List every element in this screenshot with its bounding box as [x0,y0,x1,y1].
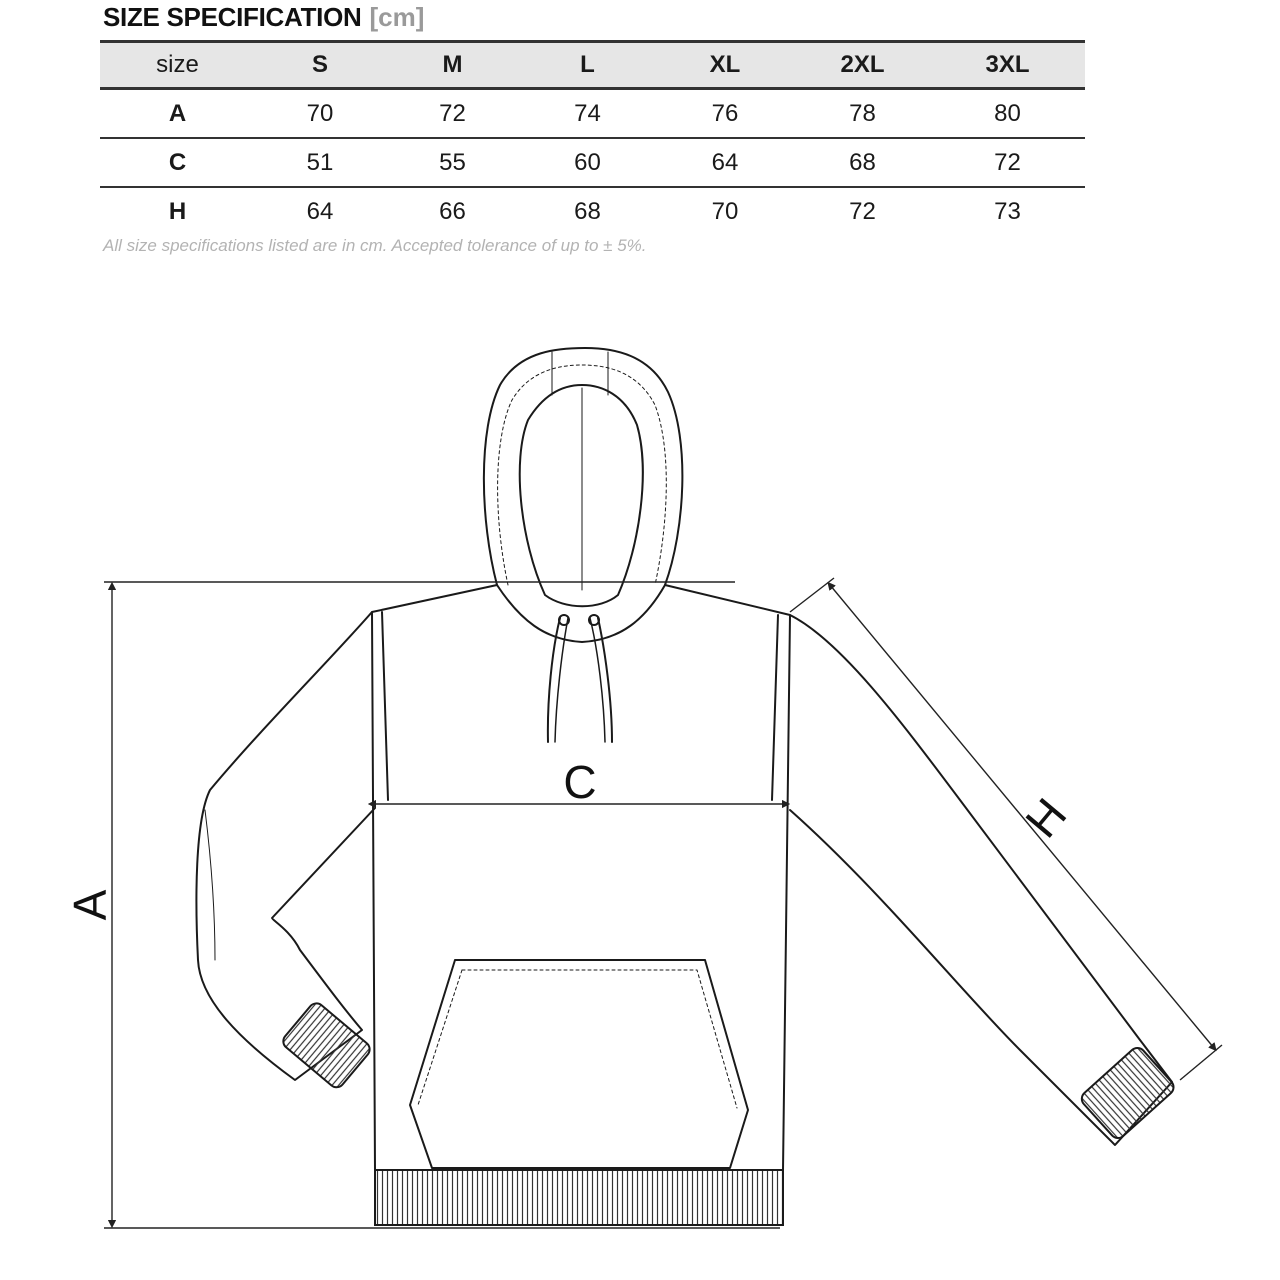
left-cuff [282,1002,371,1089]
label-h: H [1015,788,1076,847]
body-outline [371,584,791,1171]
title-unit: [cm] [369,2,425,32]
measure-h [789,577,1223,1081]
header-xl: XL [655,40,795,90]
label-c: C [563,756,596,808]
table-cell: 64 [655,138,795,188]
drawstring-right [597,617,613,743]
header-size: size [100,40,255,90]
table-cell: 68 [574,197,601,225]
table-cell: 51 [255,138,385,188]
left-sleeve [195,611,376,1081]
page-title: SIZE SPECIFICATION [cm] [103,2,424,34]
table-cell: 60 [520,138,655,188]
table-cell: 70 [711,197,739,225]
table-cell: 78 [795,88,930,139]
table-cell: 64 [306,197,334,225]
table-cell: 72 [930,138,1085,188]
row-label: H [168,197,187,225]
label-a: A [64,889,116,920]
hood-outline [482,347,684,586]
header-3xl: 3XL [930,40,1085,90]
measure-a [104,581,780,1229]
title-main: SIZE SPECIFICATION [103,2,362,32]
table-cell: 73 [994,197,1021,225]
table-cell: 74 [520,88,655,139]
table-row: H 64 66 68 70 72 73 [100,187,1085,235]
kangaroo-pocket [409,959,749,1169]
tolerance-footnote: All size specifications listed are in cm… [103,236,647,255]
hoodie-diagram: A C H [64,347,1223,1229]
table-cell: 66 [439,197,466,225]
table-cell: 68 [795,138,930,188]
hood-opening [518,384,644,608]
table-cell: 80 [930,88,1085,139]
table-cell: 72 [385,88,520,139]
row-label: C [100,138,255,188]
waistband-rib [374,1169,784,1226]
table-cell: 72 [849,197,876,225]
table-cell: 76 [655,88,795,139]
header-l: L [520,40,655,90]
table-row: C 51 55 60 64 68 72 [100,138,1085,188]
right-cuff [1080,1046,1175,1139]
header-s: S [255,40,385,90]
header-2xl: 2XL [795,40,930,90]
table-cell: 55 [385,138,520,188]
header-m: M [385,40,520,90]
drawstring-left [546,617,561,743]
row-label: A [100,88,255,139]
size-table: size S M L XL 2XL 3XL A 70 72 74 76 78 8… [100,40,1085,235]
table-row: A 70 72 74 76 78 80 [100,88,1085,139]
table-cell: 70 [255,88,385,139]
table-header-row: size S M L XL 2XL 3XL [100,40,1085,90]
